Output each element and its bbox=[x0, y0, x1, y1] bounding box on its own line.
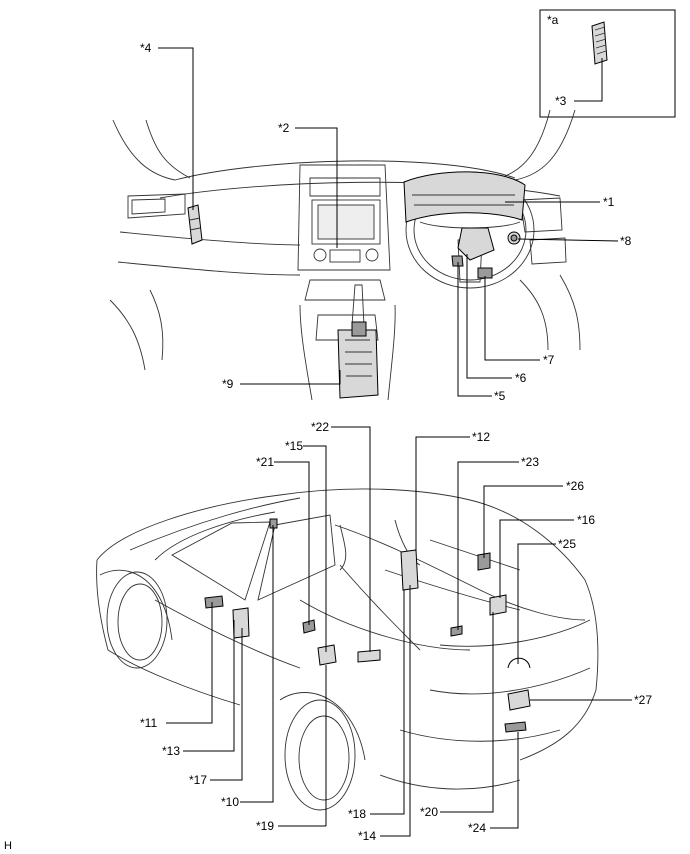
callout-18: *18 bbox=[348, 807, 366, 821]
callout-5: *5 bbox=[494, 389, 506, 403]
callout-22: *22 bbox=[311, 420, 329, 434]
callout-11: *11 bbox=[140, 716, 157, 730]
shift-lever-assembly bbox=[337, 321, 379, 399]
callout-1: *1 bbox=[603, 195, 615, 209]
inset-label: *a bbox=[547, 13, 559, 27]
callout-24: *24 bbox=[468, 821, 486, 835]
callout-17: *17 bbox=[189, 773, 207, 787]
callout-13: *13 bbox=[162, 744, 180, 758]
vehicle-body bbox=[96, 488, 599, 811]
engine-switch bbox=[507, 231, 521, 245]
inset-ecu-part bbox=[591, 21, 608, 65]
callout-25: *25 bbox=[558, 537, 576, 551]
callout-16: *16 bbox=[577, 513, 595, 527]
callout-20: *20 bbox=[420, 805, 438, 819]
combination-meter bbox=[403, 171, 526, 223]
callout-6: *6 bbox=[515, 371, 527, 385]
callout-21: *21 bbox=[256, 455, 274, 469]
leader-3 bbox=[574, 58, 603, 102]
callout-4: *4 bbox=[140, 41, 152, 55]
dashboard-interior bbox=[109, 109, 581, 401]
callout-2: *2 bbox=[278, 121, 290, 135]
callout-19: *19 bbox=[256, 819, 274, 833]
corner-mark: H bbox=[4, 840, 12, 852]
callout-27: *27 bbox=[634, 693, 652, 707]
callout-8: *8 bbox=[620, 234, 632, 248]
callout-3: *3 bbox=[555, 94, 567, 108]
glove-box-ecu bbox=[187, 204, 203, 245]
callout-7: *7 bbox=[543, 353, 555, 367]
inset-box: *a *3 bbox=[539, 9, 676, 118]
callout-15: *15 bbox=[285, 439, 303, 453]
callout-9: *9 bbox=[222, 377, 234, 391]
vehicle-parts bbox=[204, 518, 531, 733]
callout-labels: *4 *2 *1 *8 *7 *6 *5 *9 *22 *12 *15 *21 … bbox=[4, 41, 652, 852]
leader-lines bbox=[158, 47, 632, 837]
callout-23: *23 bbox=[521, 455, 539, 469]
callout-26: *26 bbox=[566, 479, 584, 493]
steering-column-parts bbox=[451, 227, 495, 279]
callout-12: *12 bbox=[472, 430, 490, 444]
callout-14: *14 bbox=[358, 829, 376, 843]
callout-10: *10 bbox=[221, 795, 239, 809]
